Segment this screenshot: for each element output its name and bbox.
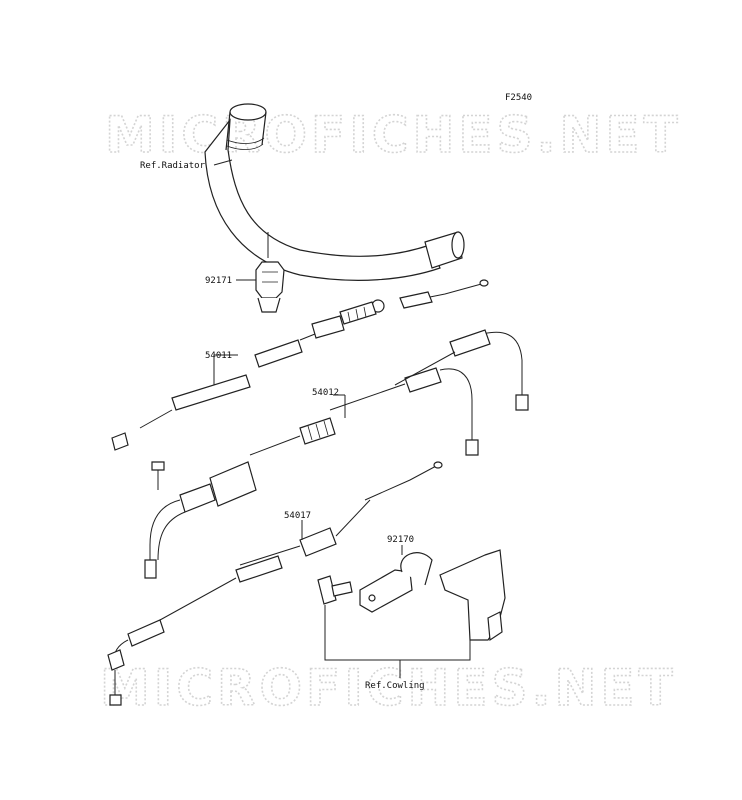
figure-code: F2540 (505, 93, 532, 103)
leader-ref-radiator (213, 159, 233, 166)
watermark-bottom: MICROFICHES.NET (100, 659, 677, 717)
clamp-92171 (255, 261, 285, 313)
bracket-92170 (359, 549, 506, 642)
label-92171: 92171 (205, 276, 232, 286)
label-ref-cowling: Ref.Cowling (365, 681, 425, 691)
label-54011: 54011 (205, 351, 232, 361)
cable-54012 (144, 329, 529, 579)
radiator-hose (204, 103, 465, 281)
cable-54017 (107, 461, 443, 706)
cable-54011 (111, 279, 489, 451)
label-54017: 54017 (284, 511, 311, 521)
label-54012: 54012 (312, 388, 339, 398)
bolt-part (317, 575, 353, 605)
leader-ref-cowling (324, 605, 471, 661)
label-92170: 92170 (387, 535, 414, 545)
watermark-top: MICROFICHES.NET (105, 106, 682, 164)
label-ref-radiator: Ref.Radiator (140, 161, 206, 171)
